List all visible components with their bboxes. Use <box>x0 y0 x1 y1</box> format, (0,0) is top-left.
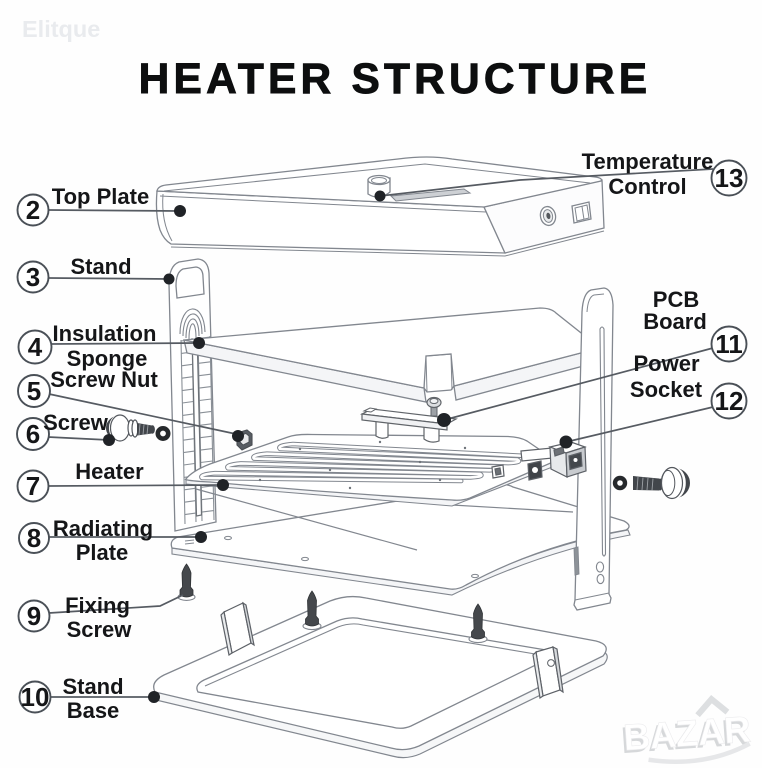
svg-text:Fixing: Fixing <box>65 593 130 618</box>
svg-text:13: 13 <box>715 163 744 193</box>
svg-text:PCB: PCB <box>653 287 699 312</box>
svg-text:Radiating: Radiating <box>53 516 153 541</box>
svg-text:Temperature: Temperature <box>582 149 714 174</box>
svg-text:6: 6 <box>26 419 40 449</box>
svg-text:9: 9 <box>27 601 41 631</box>
svg-text:HEATER STRUCTURE: HEATER STRUCTURE <box>139 56 652 103</box>
svg-text:Stand: Stand <box>70 254 131 279</box>
svg-text:Top Plate: Top Plate <box>52 184 149 209</box>
svg-text:7: 7 <box>26 471 40 501</box>
svg-text:Insulation: Insulation <box>53 321 157 346</box>
svg-text:12: 12 <box>715 386 744 416</box>
svg-text:Power: Power <box>633 351 699 376</box>
svg-text:Sponge: Sponge <box>67 346 148 371</box>
svg-text:4: 4 <box>28 332 43 362</box>
svg-text:Board: Board <box>643 309 707 334</box>
svg-text:Screw: Screw <box>43 410 109 435</box>
svg-text:Heater: Heater <box>75 459 144 484</box>
svg-text:Socket: Socket <box>630 377 703 402</box>
svg-text:Stand: Stand <box>62 674 123 699</box>
svg-text:11: 11 <box>715 329 743 359</box>
svg-text:2: 2 <box>26 195 40 225</box>
svg-text:Elitque: Elitque <box>22 16 100 42</box>
svg-text:Screw: Screw <box>67 617 133 642</box>
svg-text:Screw Nut: Screw Nut <box>50 367 158 392</box>
svg-text:3: 3 <box>26 262 40 292</box>
svg-text:Base: Base <box>67 698 120 723</box>
svg-text:5: 5 <box>27 376 41 406</box>
svg-text:Plate: Plate <box>76 540 129 565</box>
svg-text:8: 8 <box>27 523 41 553</box>
svg-text:10: 10 <box>21 682 50 712</box>
svg-text:Control: Control <box>608 174 686 199</box>
